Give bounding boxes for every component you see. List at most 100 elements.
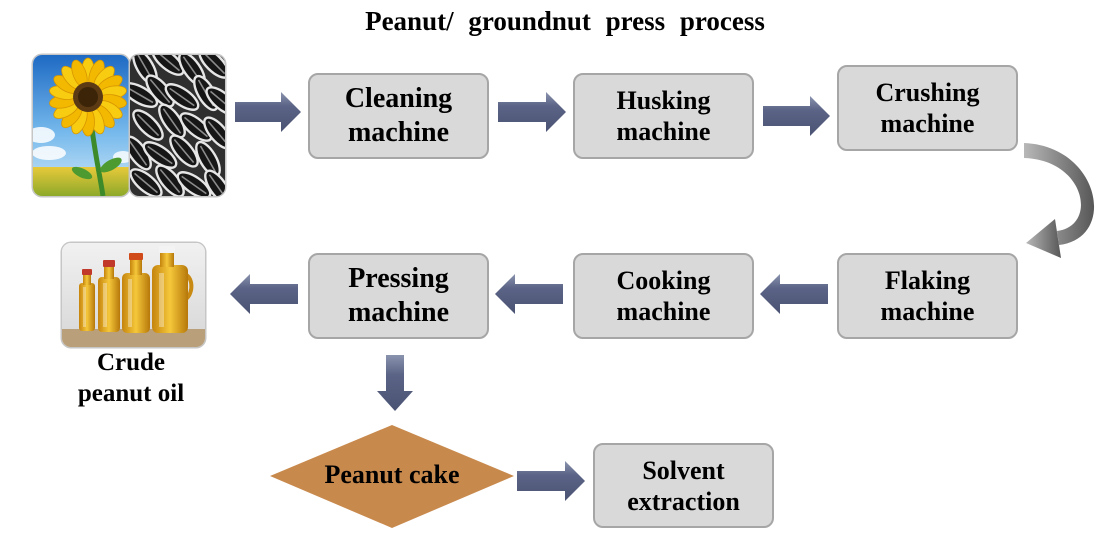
sunflower-art — [33, 55, 129, 196]
step-label: Husking — [616, 86, 711, 115]
oil-bottle — [79, 269, 95, 331]
step-label: machine — [347, 117, 450, 148]
cloud — [33, 127, 55, 143]
oil-jug — [152, 246, 194, 333]
step-label: Cleaning — [344, 83, 453, 114]
seed-stripe — [162, 108, 182, 134]
seed-stripe — [159, 168, 181, 194]
seed — [179, 112, 213, 142]
seed-stripe — [130, 140, 148, 166]
step-label: Flaking — [884, 266, 971, 295]
pressing-machine-box: Pressing machine — [308, 253, 489, 339]
seed-stripe — [169, 87, 195, 107]
seed-stripe — [199, 145, 217, 173]
peanut-cake-diamond — [270, 425, 514, 528]
step-label: Pressing — [348, 263, 449, 294]
arrow-pressing-to-oil — [230, 274, 298, 314]
arrow-flaking-to-cooking — [760, 274, 828, 314]
solvent-extraction-box: Solvent extraction — [593, 443, 774, 528]
sunflower-seeds-image — [130, 55, 225, 196]
seed-stripe — [130, 86, 154, 104]
glass-highlight — [128, 279, 132, 327]
seed-stripe — [207, 120, 225, 146]
seed — [158, 103, 186, 139]
crushing-machine-box: Crushing machine — [837, 65, 1018, 151]
arrow-cake-to-solvent — [517, 461, 585, 501]
seed-stripe — [173, 138, 195, 164]
seed-stripe — [183, 116, 209, 138]
jug-cap — [159, 246, 175, 253]
table — [62, 329, 205, 347]
caption-line: peanut oil — [77, 380, 185, 407]
cleaning-machine-box: Cleaning machine — [308, 73, 489, 159]
step-label: machine — [880, 109, 975, 138]
bottle-neck — [83, 274, 91, 285]
bottle-neck — [130, 259, 142, 275]
seed-stripe — [181, 175, 207, 195]
step-label: machine — [616, 297, 711, 326]
sunflower-image — [33, 55, 129, 196]
step-label: machine — [347, 297, 450, 328]
arrow-cooking-to-pressing — [495, 274, 563, 314]
seed — [169, 134, 199, 168]
sunflower-petals — [49, 57, 127, 137]
step-label: Cooking — [616, 266, 711, 295]
seed-stripe — [147, 145, 173, 165]
seed — [151, 55, 185, 76]
seed-stripe — [133, 172, 159, 194]
oil-bottles-image — [62, 243, 205, 347]
arrow-husking-to-crushing — [763, 96, 830, 136]
flaking-machine-box: Flaking machine — [837, 253, 1018, 339]
seed — [198, 55, 225, 79]
sunflower-leaf — [71, 166, 93, 180]
seeds-art — [130, 55, 225, 196]
seed — [130, 82, 159, 108]
curved-arrow-band — [1024, 143, 1095, 245]
seed — [176, 171, 212, 196]
step-label: machine — [880, 297, 975, 326]
cloud — [33, 146, 66, 160]
sunflower-leaf — [100, 157, 122, 173]
seed-stripe — [136, 113, 160, 137]
crude-oil-caption: Crude peanut oil — [56, 347, 206, 409]
seed — [155, 164, 185, 196]
seed-stripe — [209, 90, 225, 112]
sunflower-center-core — [78, 87, 98, 107]
oil-bottle — [122, 253, 150, 333]
seed-stripe — [202, 55, 225, 75]
page-title: Peanut/ groundnut press process — [365, 6, 765, 36]
bottle-neck — [104, 265, 114, 279]
bottle-body — [98, 277, 120, 332]
cooking-machine-box: Cooking machine — [573, 253, 754, 339]
seed — [164, 83, 200, 111]
caption-line: Crude — [96, 349, 166, 376]
seed — [130, 168, 163, 196]
arrow-pressing-to-cake — [377, 355, 413, 411]
step-label: Solvent — [642, 455, 725, 485]
bottle-body — [122, 273, 150, 333]
bottle-cap — [129, 253, 143, 260]
jug-neck — [160, 252, 174, 267]
peanut-cake-label: Peanut cake — [324, 460, 460, 489]
seed-stripe — [155, 55, 181, 72]
glass-highlight — [159, 273, 164, 327]
arrow-seeds-to-cleaning — [235, 92, 301, 132]
seed — [132, 109, 164, 141]
oil-bottle — [98, 260, 120, 332]
glass-highlight — [83, 287, 86, 327]
bottle-cap — [82, 269, 92, 275]
step-label: machine — [616, 117, 711, 146]
jug-body — [152, 265, 188, 333]
husking-machine-box: Husking machine — [573, 73, 754, 159]
bottle-body — [79, 283, 95, 331]
seed — [142, 141, 178, 169]
step-label: Crushing — [875, 78, 980, 107]
curved-arrow-crushing-to-flaking — [1024, 143, 1095, 258]
oil-bottles-art — [62, 243, 205, 347]
seed — [205, 86, 225, 116]
seed-stripe — [149, 78, 171, 104]
glass-highlight — [103, 283, 107, 327]
step-label: extraction — [627, 486, 740, 516]
